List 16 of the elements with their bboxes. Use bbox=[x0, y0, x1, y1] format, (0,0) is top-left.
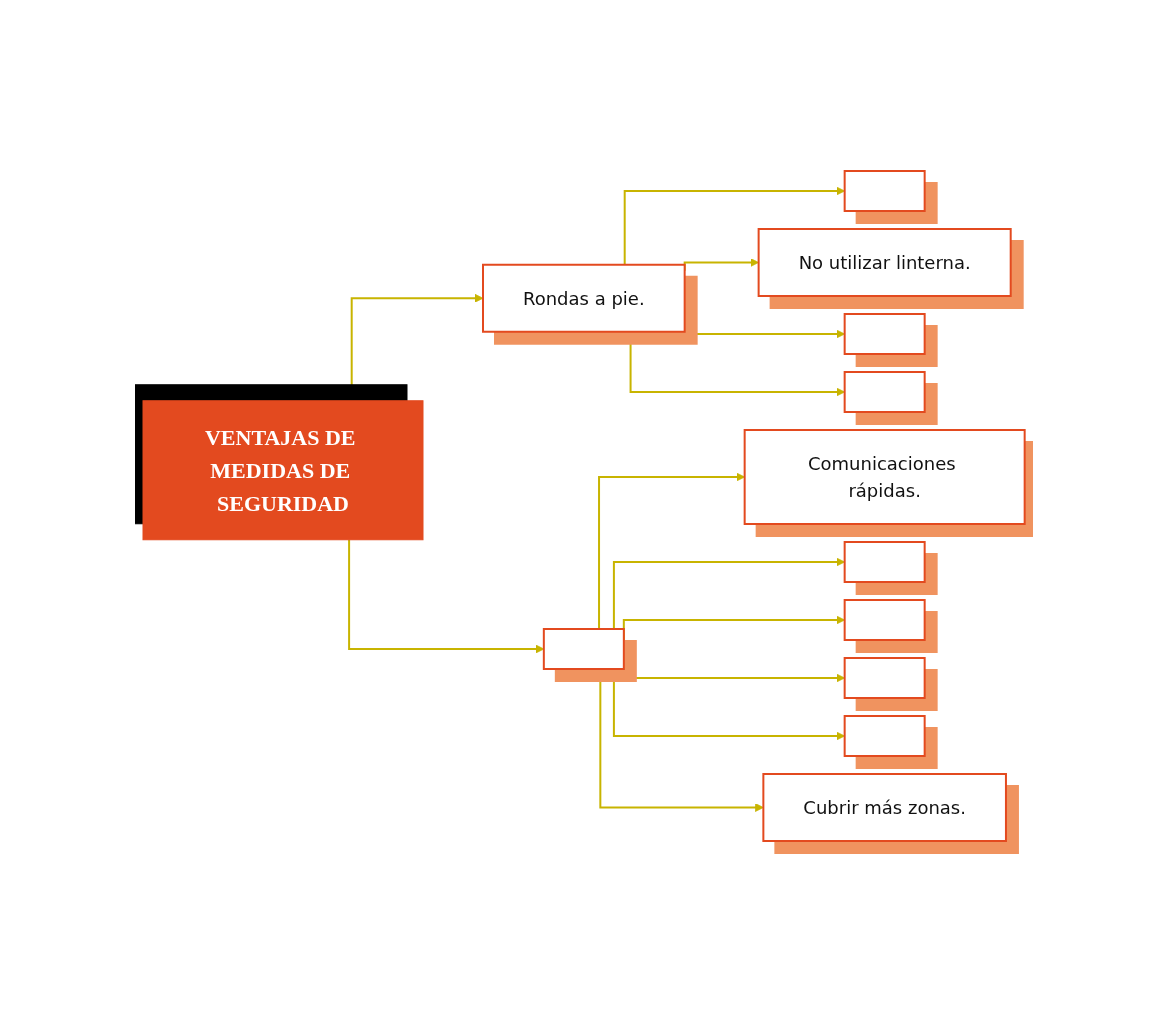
node-box: No utilizar linterna. bbox=[757, 227, 1012, 297]
node-box bbox=[843, 370, 926, 413]
node-box: Rondas a pie. bbox=[482, 263, 686, 333]
node-box bbox=[843, 714, 926, 757]
node-box: Comunicaciones rápidas. bbox=[743, 428, 1026, 525]
node-box: VENTAJAS DE MEDIDAS DE SEGURIDAD bbox=[142, 399, 424, 540]
node-box bbox=[843, 540, 926, 583]
node-box: Cubrir más zonas. bbox=[762, 772, 1008, 842]
node-box bbox=[543, 627, 625, 670]
arrow bbox=[350, 293, 484, 402]
node-box bbox=[843, 656, 926, 699]
node-box bbox=[843, 169, 926, 212]
arrow bbox=[599, 667, 764, 812]
node-box bbox=[843, 598, 926, 641]
node-box bbox=[843, 312, 926, 355]
arrow bbox=[348, 538, 545, 653]
